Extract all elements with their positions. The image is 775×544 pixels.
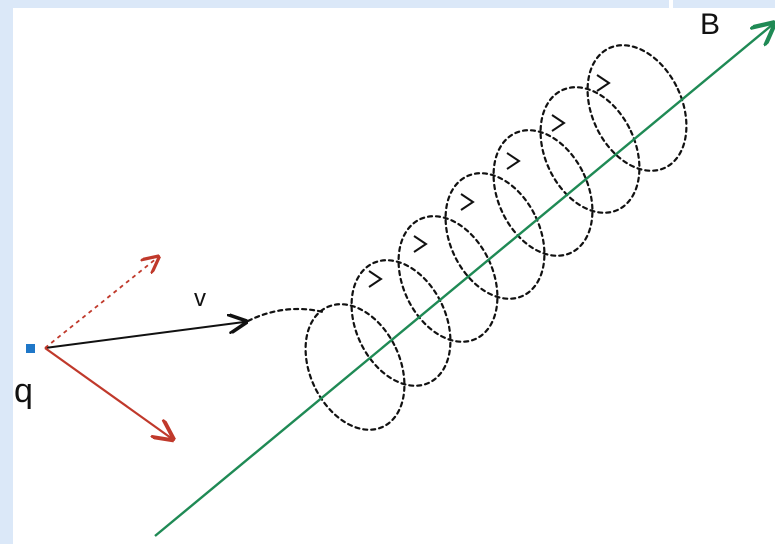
- magnetic-field-label: B: [700, 8, 721, 41]
- helix-direction-markers: [368, 74, 611, 288]
- helix-loop-5: [492, 129, 594, 257]
- arrowhead-icon: [368, 270, 383, 288]
- helix-loop-2: [350, 259, 452, 387]
- helix-loop-6: [539, 86, 641, 214]
- velocity-label: v: [194, 285, 206, 312]
- velocity-vector: [44, 322, 244, 349]
- top-edge-divider: [669, 0, 673, 8]
- left-page-edge: [0, 0, 13, 544]
- charge-label: q: [14, 372, 33, 410]
- helical-trajectory: [246, 44, 688, 431]
- arrowhead-icon: [506, 152, 521, 170]
- helix-loop-7: [586, 44, 688, 172]
- arrowhead-icon: [413, 235, 428, 253]
- charge-point: [26, 344, 35, 353]
- arrowhead-icon: [460, 193, 475, 211]
- helix-loop-4: [444, 172, 546, 300]
- helix-loop-1: [304, 303, 406, 431]
- arrowhead-icon: [551, 114, 566, 132]
- perpendicular-component-vector: [44, 347, 171, 438]
- arrowhead-icon: [596, 74, 611, 92]
- trajectory-entry-path: [246, 307, 325, 323]
- parallel-component-vector: [44, 258, 157, 349]
- magnetic-field-line: [154, 25, 772, 537]
- top-page-edge: [0, 0, 775, 8]
